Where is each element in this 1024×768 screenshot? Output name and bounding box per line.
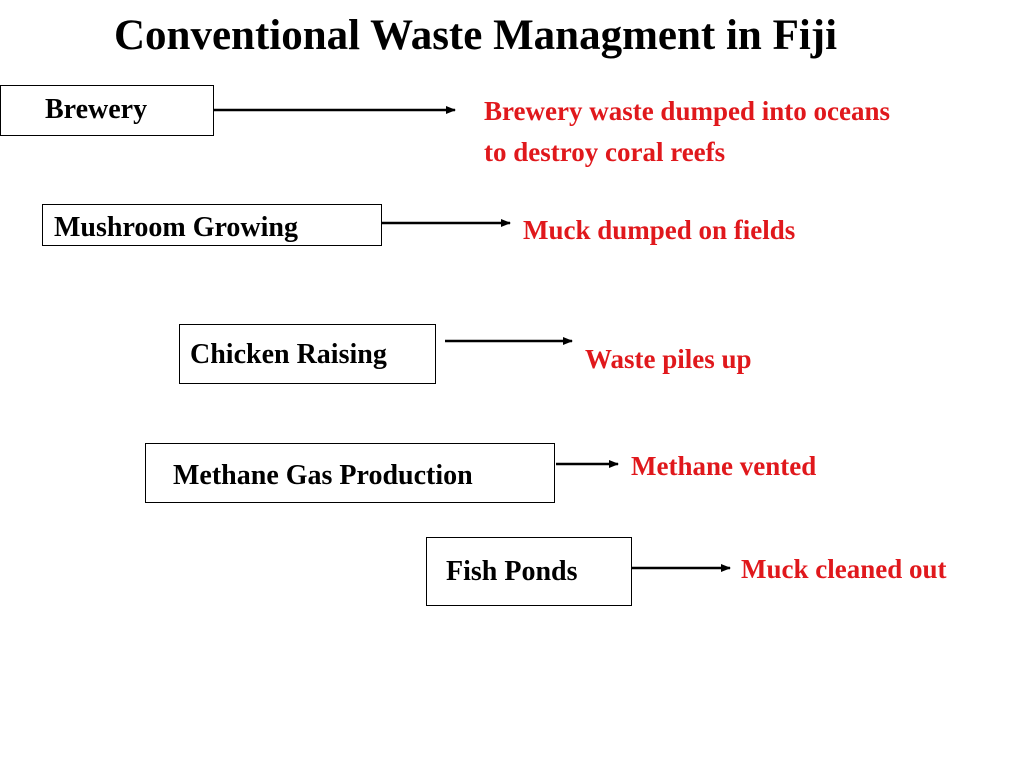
outcome-line: Brewery waste dumped into oceans <box>484 96 890 126</box>
outcome-line: Muck dumped on fields <box>523 215 796 245</box>
outcome-line: Methane vented <box>631 451 817 481</box>
source-label: Brewery <box>45 94 148 125</box>
source-label: Chicken Raising <box>190 339 387 370</box>
source-label: Methane Gas Production <box>173 460 473 491</box>
outcome-line: Waste piles up <box>585 344 752 374</box>
source-label: Mushroom Growing <box>54 212 298 243</box>
source-box-fish-ponds: Fish Ponds <box>426 537 632 606</box>
source-box-chicken-raising: Chicken Raising <box>179 324 436 384</box>
source-box-methane-gas-production: Methane Gas Production <box>145 443 555 503</box>
outcome-line: to destroy coral reefs <box>484 137 726 167</box>
source-box-mushroom-growing: Mushroom Growing <box>42 204 382 246</box>
outcome-line: Muck cleaned out <box>741 554 947 584</box>
source-label: Fish Ponds <box>446 556 578 587</box>
outcome-methane-gas-production: Methane vented <box>631 446 816 487</box>
source-box-brewery: Brewery <box>0 85 214 136</box>
outcome-brewery: Brewery waste dumped into oceans to dest… <box>484 91 890 173</box>
outcome-fish-ponds: Muck cleaned out <box>741 549 947 590</box>
outcome-mushroom-growing: Muck dumped on fields <box>523 210 795 251</box>
page-title: Conventional Waste Managment in Fiji <box>114 12 838 59</box>
outcome-chicken-raising: Waste piles up <box>585 339 752 380</box>
